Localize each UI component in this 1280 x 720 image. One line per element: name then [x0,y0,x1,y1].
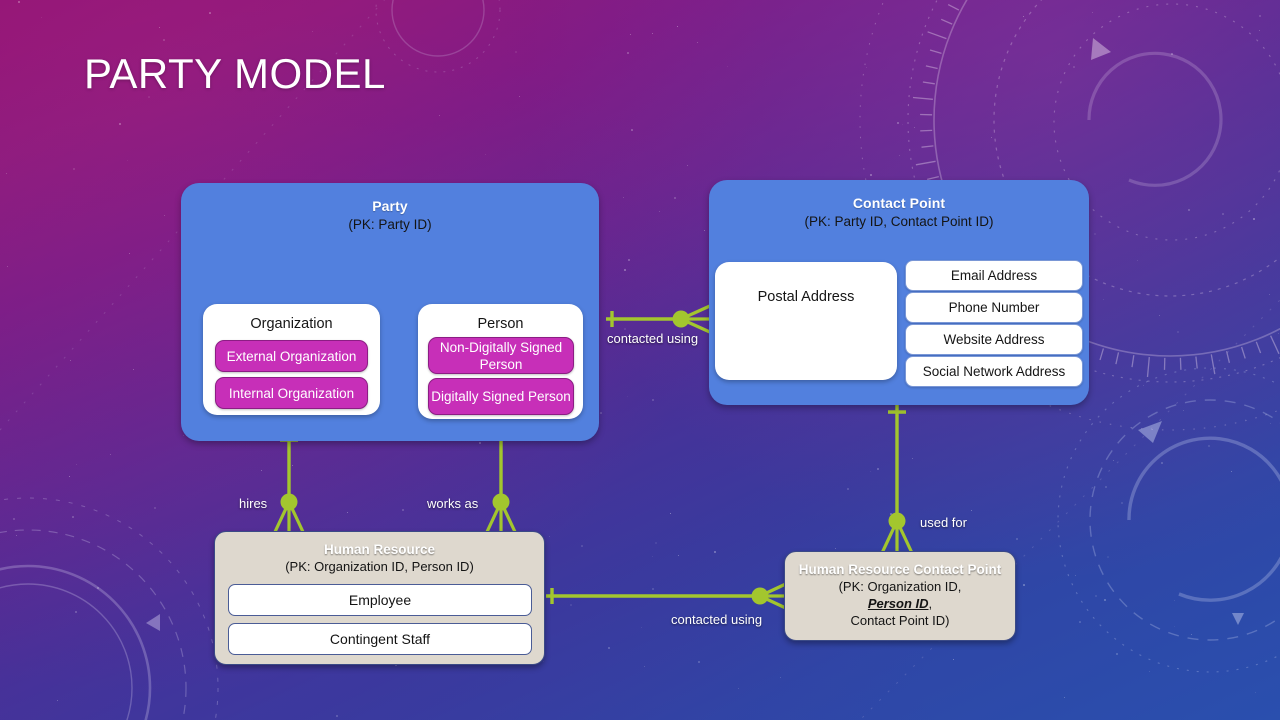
connector-human-resource-hr-contact-point [546,580,794,612]
relationship-label-contacted-using-party: contacted using [607,331,699,346]
entity-human-resource-contact-point[interactable]: Human Resource Contact Point (PK: Organi… [784,551,1016,641]
entity-human-resource-contact-point-key: (PK: Organization ID, Person ID, Contact… [785,578,1015,629]
subtype-contingent-staff[interactable]: Contingent Staff [228,623,532,655]
subtype-social-network-address[interactable]: Social Network Address [905,356,1083,387]
entity-party-key: (PK: Party ID) [348,217,432,232]
subtype-email-address[interactable]: Email Address [905,260,1083,291]
connector-organization-human-resource [272,432,306,536]
subtype-digitally-signed-person[interactable]: Digitally Signed Person [428,378,574,415]
entity-human-resource-key: (PK: Organization ID, Person ID) [285,559,474,574]
entity-human-resource-title: Human Resource [323,542,436,557]
entity-contact-point-key: (PK: Party ID, Contact Point ID) [804,214,994,229]
connector-person-human-resource [484,430,518,536]
subtype-non-digitally-signed-person[interactable]: Non-Digitally Signed Person [428,337,574,374]
hrcp-key-line-3: Contact Point ID) [850,613,950,628]
relationship-label-used-for: used for [920,515,967,530]
hrcp-key-line-1: (PK: Organization ID, [838,579,962,594]
subtype-person[interactable]: Person Non-Digitally Signed Person Digit… [418,304,583,419]
entity-contact-point[interactable]: Contact Point (PK: Party ID, Contact Poi… [709,180,1089,405]
hrcp-key-comma: , [928,596,933,611]
subtype-organization-title: Organization [250,316,333,332]
subtype-postal-address-label: Postal Address [757,289,855,305]
subtype-internal-organization[interactable]: Internal Organization [215,377,368,409]
subtype-person-title: Person [477,316,524,332]
subtype-website-address[interactable]: Website Address [905,324,1083,355]
entity-human-resource-contact-point-title: Human Resource Contact Point [798,562,1002,577]
subtype-postal-address[interactable]: Postal Address [715,262,897,380]
entity-party-title: Party [372,198,408,214]
relationship-label-works-as: works as [427,496,479,511]
hrcp-key-line-2: Person ID, [785,595,1015,612]
relationship-label-contacted-using-hr: contacted using [671,612,763,627]
hrcp-key-person-id: Person ID [867,596,929,611]
page-title: PARTY MODEL [84,50,386,97]
subtype-phone-number[interactable]: Phone Number [905,292,1083,323]
entity-contact-point-title: Contact Point [852,195,946,211]
subtype-employee[interactable]: Employee [228,584,532,616]
entity-human-resource[interactable]: Human Resource (PK: Organization ID, Per… [214,531,545,665]
subtype-external-organization[interactable]: External Organization [215,340,368,372]
entity-party[interactable]: Party (PK: Party ID) Organization Extern… [181,183,599,441]
connector-contact-point-hr-contact-point [880,404,914,555]
relationship-label-hires: hires [239,496,268,511]
subtype-organization[interactable]: Organization External Organization Inter… [203,304,380,415]
connector-party-contact-point [606,303,716,335]
